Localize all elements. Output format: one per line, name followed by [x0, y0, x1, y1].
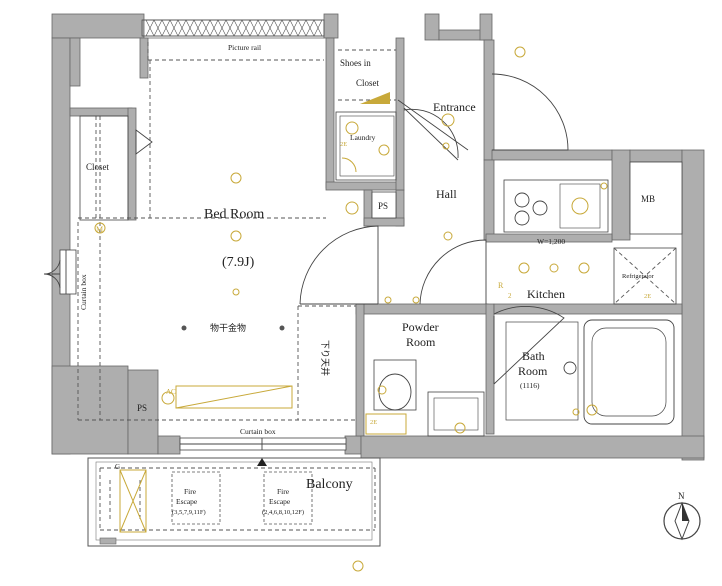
label-north: N	[678, 491, 685, 501]
left-window	[43, 249, 77, 295]
powder-fixtures	[365, 359, 485, 437]
label-fire-escape-2c: (2,4,6,8,10,12F)	[262, 509, 304, 516]
mb-box	[629, 161, 683, 235]
label-e2-kitchen: 2E	[644, 293, 651, 300]
picture-rail-hatch	[141, 19, 325, 37]
doors	[299, 73, 569, 385]
label-shoes-in-closet-1: Shoes in	[340, 58, 371, 68]
shoes-closet-marker	[360, 92, 390, 104]
label-bed-room-size: (7.9J)	[222, 255, 255, 270]
label-e2-powder: 2E	[370, 419, 377, 426]
label-powder-room-1: Powder	[402, 320, 439, 334]
walls	[51, 13, 705, 461]
label-kitchen-width: W=1,200	[537, 237, 565, 246]
label-ps-left: PS	[137, 403, 147, 413]
fire-escape-boxes	[119, 469, 313, 533]
label-bed-room: Bed Room	[204, 207, 264, 222]
label-r-mark: R	[498, 281, 504, 290]
labels: Picture rail Shoes in Closet Laundry Ent…	[79, 43, 685, 516]
kitchen-fixtures	[503, 179, 677, 305]
label-ac: AC	[166, 388, 176, 396]
label-e2-laundry: 2E	[340, 141, 347, 148]
label-curtain-box-left: Curtain box	[79, 274, 88, 310]
label-curtain-box-bottom: Curtain box	[240, 427, 276, 436]
label-ps-center: PS	[378, 201, 388, 211]
laundry-fixture	[335, 111, 397, 181]
label-g-mark: G	[115, 463, 120, 471]
label-r2: 2	[508, 292, 512, 300]
ac-unit	[161, 385, 293, 409]
label-bath-size: (1116)	[520, 381, 540, 390]
label-fire-escape-2b: Escape	[269, 497, 291, 506]
closet-left-elements	[79, 115, 153, 221]
label-picture-rail: Picture rail	[228, 43, 261, 52]
label-fire-escape-2a: Fire	[277, 487, 290, 496]
label-laundry: Laundry	[350, 133, 376, 142]
label-powder-room-2: Room	[406, 335, 436, 349]
label-kitchen: Kitchen	[527, 287, 565, 301]
ps-box	[371, 191, 397, 219]
label-fire-escape-1b: Escape	[176, 497, 198, 506]
label-closet-left: Closet	[86, 162, 110, 172]
bottom-window	[179, 437, 347, 466]
label-shoes-in-closet-2: Closet	[356, 78, 380, 88]
label-lowered-ceiling: 下り天井	[320, 340, 331, 376]
balcony-outline	[87, 457, 381, 547]
bath-fixtures	[505, 319, 675, 425]
label-entrance: Entrance	[433, 100, 476, 114]
label-drying-fixture: 物干金物	[210, 322, 246, 333]
label-mb: MB	[641, 194, 655, 204]
label-refrigerator: Refrigerator	[622, 273, 655, 280]
label-bath-room-1: Bath	[522, 349, 545, 363]
label-hall: Hall	[436, 187, 457, 201]
label-fire-escape-1c: (3,5,7,9,11F)	[172, 509, 206, 516]
label-balcony: Balcony	[306, 477, 353, 492]
label-m-mark: M	[96, 225, 103, 234]
label-bath-room-2: Room	[518, 364, 548, 378]
ceiling-lights	[94, 46, 526, 572]
north-compass	[663, 501, 701, 541]
label-fire-escape-1a: Fire	[184, 487, 197, 496]
